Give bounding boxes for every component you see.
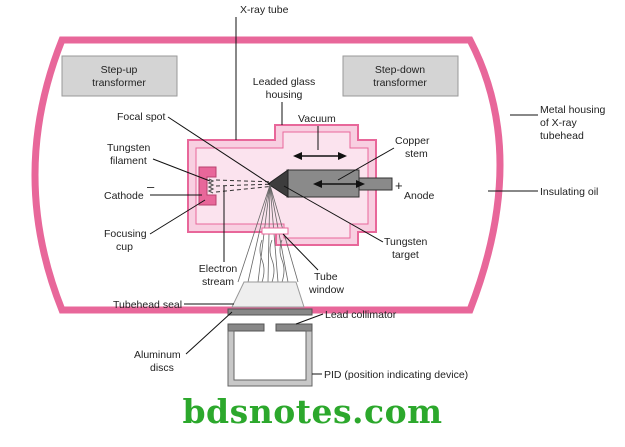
label-xray-tube: X-ray tube	[240, 4, 289, 16]
label-aluminum-discs-1: Aluminum	[134, 349, 181, 361]
label-metal-housing-1: Metal housing	[540, 104, 606, 116]
label-insulating-oil: Insulating oil	[540, 186, 598, 198]
label-pid: PID (position indicating device)	[324, 369, 468, 381]
label-tube-window-2: window	[308, 284, 344, 296]
copper-stem-arrow	[313, 180, 365, 188]
label-vacuum: Vacuum	[298, 113, 336, 125]
label-copper-stem-1: Copper	[395, 135, 430, 147]
label-tube-window-1: Tube	[314, 271, 338, 283]
cathode-minus-sign: –	[147, 179, 155, 194]
leader-tungsten-target	[283, 185, 384, 243]
label-leaded-glass-2: housing	[266, 89, 303, 101]
stepup-transformer-label-1: Step-up	[101, 64, 138, 76]
label-electron-stream-2: stream	[202, 276, 234, 288]
label-lead-collimator: Lead collimator	[325, 309, 397, 321]
tube-window	[261, 227, 289, 235]
leader-focal-spot	[167, 116, 271, 185]
leader-tungsten-filament	[152, 158, 211, 182]
leader-lead-collimator	[295, 313, 324, 325]
lead-collimator-right	[275, 323, 313, 332]
leader-focusing-cup	[149, 199, 206, 235]
stepdown-transformer-box	[342, 55, 459, 97]
label-copper-stem-2: stem	[405, 148, 428, 160]
tubehead-seal	[231, 281, 305, 308]
focusing-cup	[198, 166, 217, 206]
label-anode: Anode	[404, 190, 435, 202]
stepup-transformer-box	[61, 55, 178, 97]
label-aluminum-discs-2: discs	[150, 362, 174, 374]
aluminum-disc	[227, 308, 313, 316]
metal-housing-shell	[31, 36, 504, 314]
leader-copper-stem	[337, 147, 395, 181]
leader-tube-window	[282, 233, 319, 271]
label-cathode: Cathode	[104, 190, 144, 202]
leader-aluminum-discs	[185, 311, 233, 355]
lead-collimator-left	[227, 323, 265, 332]
pid-tube	[227, 330, 313, 387]
stepdown-transformer-label-2: transformer	[373, 77, 427, 89]
stepup-transformer-label-2: transformer	[92, 77, 146, 89]
label-tungsten-target-1: Tungsten	[384, 236, 428, 248]
tungsten-target	[267, 169, 289, 198]
label-focal-spot: Focal spot	[117, 111, 166, 123]
stepdown-transformer-label-1: Step-down	[375, 64, 425, 76]
anode-plus-sign: +	[395, 178, 403, 193]
label-focusing-cup-2: cup	[116, 241, 133, 253]
label-tungsten-target-2: target	[392, 249, 419, 261]
label-tungsten-filament-1: Tungsten	[107, 142, 151, 154]
label-metal-housing-3: tubehead	[540, 130, 584, 142]
label-tubehead-seal: Tubehead seal	[113, 299, 182, 311]
electron-stream	[215, 179, 276, 193]
label-leaded-glass-1: Leaded glass	[253, 76, 315, 88]
label-tungsten-filament-2: filament	[110, 155, 147, 167]
tungsten-filament	[207, 178, 215, 194]
label-metal-housing-2: of X-ray	[540, 117, 578, 129]
label-focusing-cup-1: Focusing	[104, 228, 147, 240]
vacuum-arrow	[293, 152, 347, 160]
label-electron-stream-1: Electron	[199, 263, 238, 275]
watermark-text: bdsnotes.com	[182, 392, 443, 431]
